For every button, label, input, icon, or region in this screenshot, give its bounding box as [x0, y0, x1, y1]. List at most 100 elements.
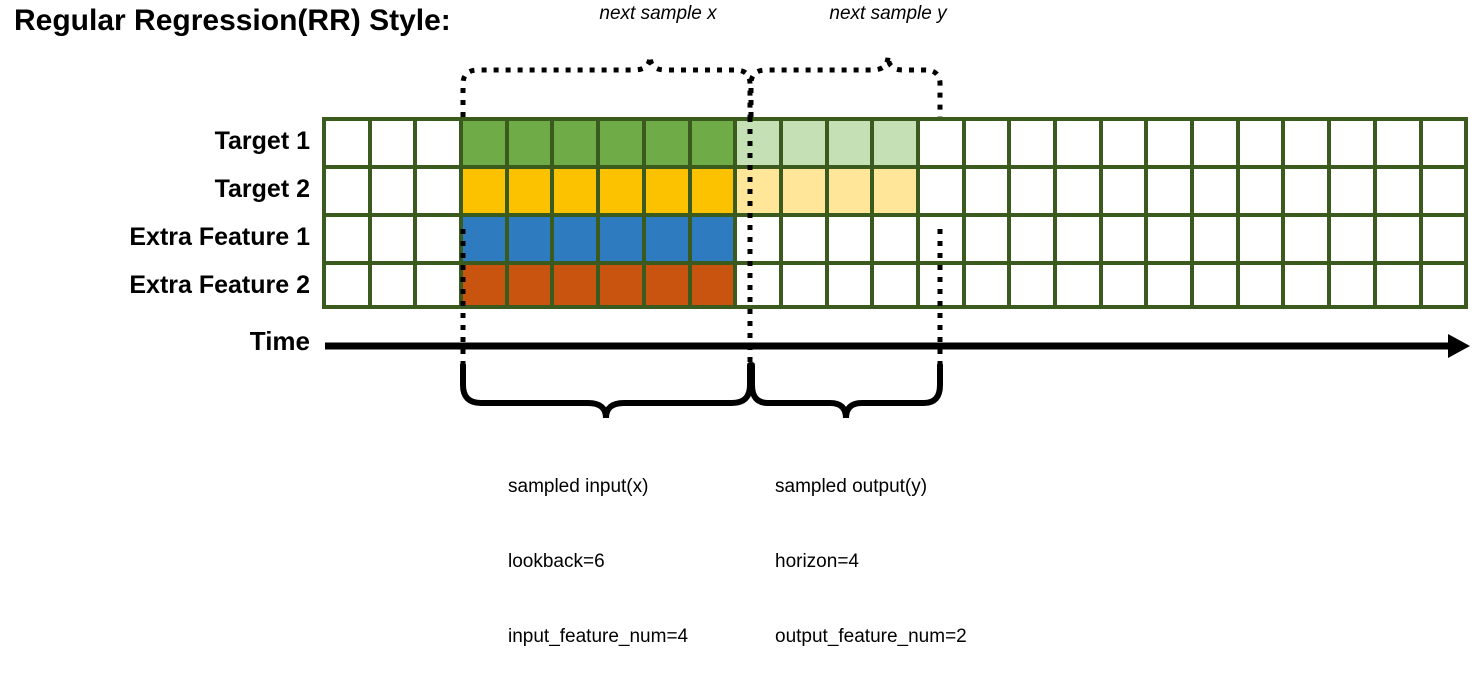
- grid-cell: [782, 121, 825, 165]
- grid-cell: [1194, 217, 1236, 261]
- grid-cell: [463, 121, 505, 165]
- grid-cell: [737, 121, 779, 165]
- grid-cell: [874, 217, 916, 261]
- caption-sampled-input-line-1: sampled input(x): [508, 476, 649, 497]
- grid-cell: [1148, 265, 1191, 305]
- grid-cell: [1285, 169, 1328, 213]
- grid-cell: [1376, 169, 1419, 213]
- grid-cell: [1057, 265, 1099, 305]
- grid-cell: [919, 217, 962, 261]
- grid-cell: [1102, 265, 1145, 305]
- grid-cell: [371, 265, 414, 305]
- caption-sampled-output-line-3: output_feature_num=2: [775, 626, 967, 647]
- grid-cell: [782, 169, 825, 213]
- grid-cell: [554, 265, 597, 305]
- grid-cell: [874, 169, 916, 213]
- grid-cell: [919, 169, 962, 213]
- grid-cell: [600, 265, 642, 305]
- caption-sampled-output-line-1: sampled output(y): [775, 476, 928, 497]
- grid-cell: [1285, 217, 1328, 261]
- grid-row-extra-feature-2: [322, 261, 1468, 309]
- caption-sampled-input-line-2: lookback=6: [508, 551, 605, 572]
- grid-cell: [1331, 169, 1373, 213]
- grid-cell: [1331, 265, 1373, 305]
- time-axis-arrow: [325, 334, 1470, 358]
- grid-cell: [965, 121, 1008, 165]
- grid-cell: [1239, 121, 1282, 165]
- grid-cell: [463, 169, 505, 213]
- grid-cell: [1422, 121, 1465, 165]
- grid-cell: [1285, 121, 1328, 165]
- grid-cell: [1376, 265, 1419, 305]
- grid-cell: [326, 265, 368, 305]
- grid-cell: [965, 217, 1008, 261]
- grid-cell: [600, 217, 642, 261]
- grid-row-extra-feature-1: [322, 213, 1468, 261]
- grid-cell: [371, 121, 414, 165]
- grid-cell: [965, 265, 1008, 305]
- grid-cell: [645, 217, 688, 261]
- caption-sampled-output: sampled output(y) horizon=4 output_featu…: [775, 424, 967, 699]
- grid-cell: [737, 265, 779, 305]
- grid-cell: [1239, 265, 1282, 305]
- grid-cell: [1194, 169, 1236, 213]
- bottom-brace-sampled-input: [460, 362, 753, 419]
- grid-cell: [371, 169, 414, 213]
- grid-cell: [1331, 217, 1373, 261]
- grid-cell: [828, 265, 871, 305]
- grid-cell: [1239, 169, 1282, 213]
- row-label-target-1: Target 1: [214, 127, 310, 155]
- next-sample-y-label: next sample y: [829, 3, 947, 24]
- grid-row-target-2: [322, 165, 1468, 213]
- timeseries-grid: [322, 117, 1468, 309]
- grid-cell: [874, 121, 916, 165]
- grid-cell: [326, 169, 368, 213]
- grid-cell: [965, 169, 1008, 213]
- time-axis-label: Time: [249, 326, 310, 356]
- grid-row-target-1: [322, 117, 1468, 165]
- grid-cell: [554, 169, 597, 213]
- grid-cell: [828, 121, 871, 165]
- top-brace-next-sample-x: [460, 55, 753, 117]
- grid-cell: [600, 169, 642, 213]
- grid-cell: [691, 265, 734, 305]
- grid-cell: [508, 169, 551, 213]
- grid-cell: [417, 265, 460, 305]
- grid-cell: [1194, 265, 1236, 305]
- grid-cell: [645, 265, 688, 305]
- grid-cell: [326, 121, 368, 165]
- grid-cell: [645, 121, 688, 165]
- grid-cell: [1011, 265, 1053, 305]
- row-label-extra-feature-1: Extra Feature 1: [129, 223, 310, 251]
- grid-cell: [645, 169, 688, 213]
- grid-cell: [1239, 217, 1282, 261]
- row-label-target-2: Target 2: [214, 175, 310, 203]
- grid-cell: [737, 169, 779, 213]
- caption-sampled-input-line-3: input_feature_num=4: [508, 626, 689, 647]
- caption-sampled-input: sampled input(x) lookback=6 input_featur…: [508, 424, 688, 699]
- grid-cell: [508, 265, 551, 305]
- bottom-brace-sampled-output: [749, 362, 943, 419]
- grid-cell: [828, 217, 871, 261]
- caption-sampled-output-line-2: horizon=4: [775, 551, 859, 572]
- grid-cell: [1148, 169, 1191, 213]
- grid-cell: [417, 121, 460, 165]
- grid-cell: [554, 121, 597, 165]
- grid-cell: [1102, 217, 1145, 261]
- grid-cell: [1148, 121, 1191, 165]
- next-sample-x-label: next sample x: [599, 3, 717, 24]
- grid-cell: [1148, 217, 1191, 261]
- grid-cell: [1057, 121, 1099, 165]
- grid-cell: [919, 265, 962, 305]
- grid-cell: [782, 217, 825, 261]
- grid-cell: [326, 217, 368, 261]
- grid-cell: [782, 265, 825, 305]
- grid-cell: [508, 121, 551, 165]
- grid-cell: [828, 169, 871, 213]
- grid-cell: [737, 217, 779, 261]
- grid-cell: [919, 121, 962, 165]
- grid-cell: [600, 121, 642, 165]
- grid-cell: [1285, 265, 1328, 305]
- grid-cell: [371, 217, 414, 261]
- grid-cell: [874, 265, 916, 305]
